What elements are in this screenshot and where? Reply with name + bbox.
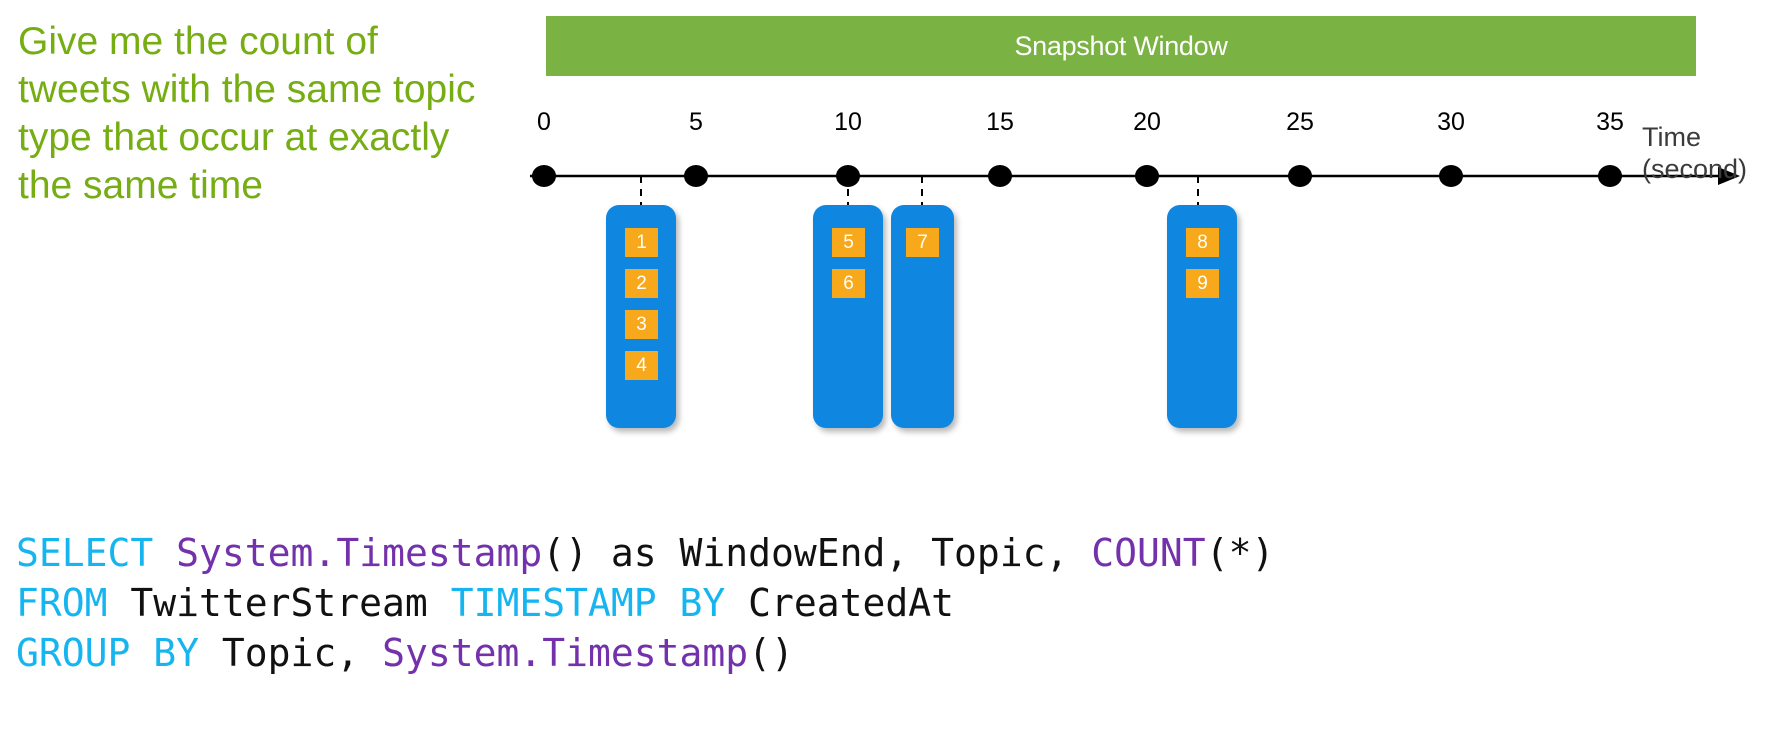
tick-label: 5: [689, 108, 703, 136]
sql-line: SELECT System.Timestamp() as WindowEnd, …: [16, 528, 1274, 578]
timeline-dot: [988, 165, 1012, 187]
tick-label: 0: [537, 108, 551, 136]
sql-line: GROUP BY Topic, System.Timestamp(): [16, 628, 1274, 678]
sql-token: CreatedAt: [725, 581, 955, 625]
timeline-dot: [1598, 165, 1622, 187]
sql-query-block: SELECT System.Timestamp() as WindowEnd, …: [16, 528, 1274, 678]
sql-token: GROUP BY: [16, 631, 200, 675]
event-tile[interactable]: 9: [1186, 269, 1219, 298]
event-group-box[interactable]: 1 2 3 4: [606, 205, 676, 428]
event-group-box[interactable]: 7: [891, 205, 954, 428]
snapshot-window-banner: Snapshot Window: [546, 16, 1696, 76]
tick-label: 35: [1596, 108, 1624, 136]
sql-token: FROM: [16, 581, 108, 625]
sql-token: System.Timestamp: [382, 631, 749, 675]
event-tile[interactable]: 5: [832, 228, 865, 257]
timeline-event-dots: [532, 165, 1622, 187]
prompt-text: Give me the count of tweets with the sam…: [18, 20, 476, 207]
event-tile[interactable]: 8: [1186, 228, 1219, 257]
event-tile[interactable]: 6: [832, 269, 865, 298]
event-tile[interactable]: 1: [625, 228, 658, 257]
timeline-dot: [1288, 165, 1312, 187]
tick-label: 30: [1437, 108, 1465, 136]
time-axis-label: Time (second): [1642, 122, 1748, 184]
snapshot-window-label: Snapshot Window: [1014, 30, 1228, 61]
timeline-dot: [684, 165, 708, 187]
event-tile[interactable]: 7: [906, 228, 939, 257]
event-tile[interactable]: 3: [625, 310, 658, 339]
sql-token: Topic,: [199, 631, 383, 675]
sql-token: (*): [1205, 531, 1275, 575]
sql-token: System.Timestamp: [176, 531, 543, 575]
sql-token: () as WindowEnd, Topic,: [542, 531, 1092, 575]
sql-token: TwitterStream: [107, 581, 451, 625]
timeline-dot: [532, 165, 556, 187]
tick-label: 25: [1286, 108, 1314, 136]
sql-line: FROM TwitterStream TIMESTAMP BY CreatedA…: [16, 578, 1274, 628]
tick-label: 15: [986, 108, 1014, 136]
event-tile[interactable]: 4: [625, 351, 658, 380]
timeline-dot: [1135, 165, 1159, 187]
timeline-axis: [530, 167, 1740, 185]
tick-label: 20: [1133, 108, 1161, 136]
sql-token: [153, 531, 176, 575]
sql-token: (): [748, 631, 794, 675]
event-tile[interactable]: 2: [625, 269, 658, 298]
timeline-dot: [836, 165, 860, 187]
timeline-dot: [1439, 165, 1463, 187]
tick-label: 10: [834, 108, 862, 136]
sql-token: COUNT: [1091, 531, 1206, 575]
sql-token: TIMESTAMP BY: [450, 581, 726, 625]
sql-token: SELECT: [16, 531, 154, 575]
